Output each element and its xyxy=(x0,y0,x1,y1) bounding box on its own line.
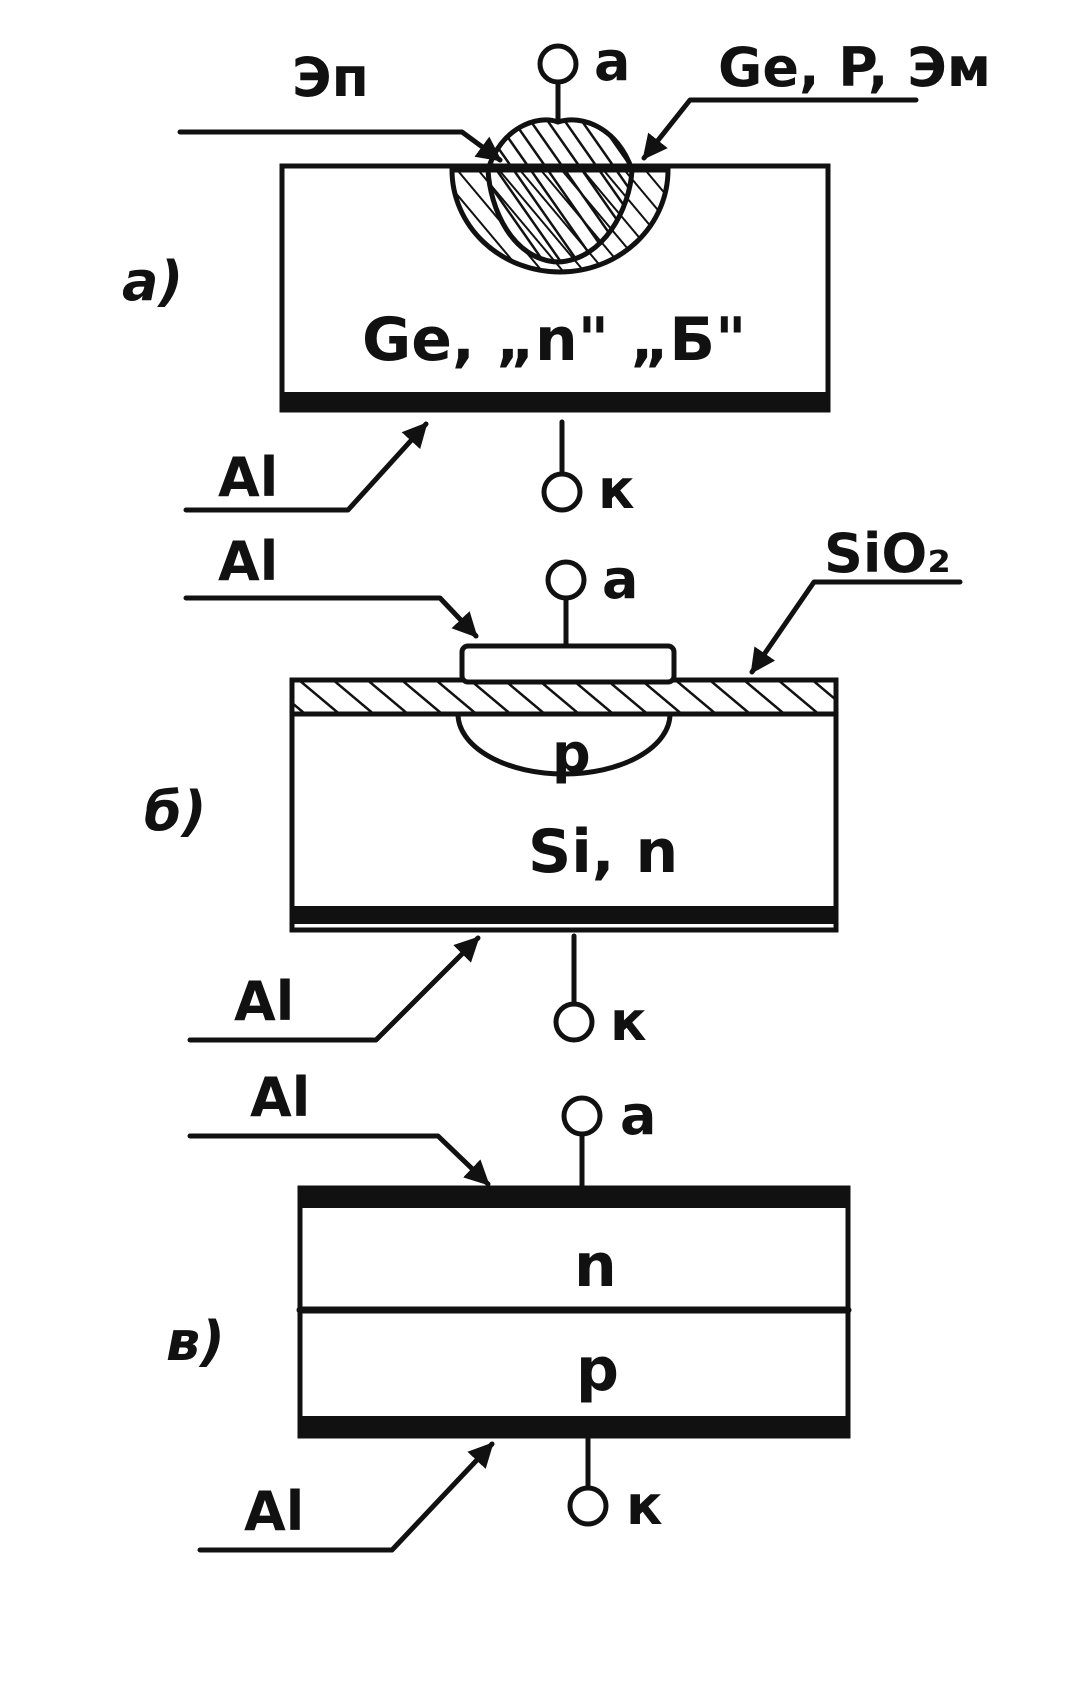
al-bottom-label-c: Al xyxy=(244,1480,304,1543)
al-contact-layer-b xyxy=(292,906,836,924)
electrode-right-leader-a xyxy=(641,97,919,161)
al-bottom-leader-b xyxy=(187,935,481,1043)
al-top-contact-b xyxy=(459,643,677,685)
anode-terminal-a xyxy=(537,43,579,85)
al-bottom-contact-c xyxy=(300,1416,848,1436)
p-region-b xyxy=(455,711,673,777)
al-bottom-leader-c xyxy=(197,1441,495,1553)
anode-label-c: а xyxy=(620,1084,656,1147)
body-label-a: Ge, „n" „Б" xyxy=(362,305,746,375)
cathode-label-c: к xyxy=(626,1474,663,1537)
electrode-left-leader-a xyxy=(177,129,503,163)
part-label-a: а) xyxy=(122,250,183,313)
al-top-label-b: Al xyxy=(218,530,278,593)
anode-label-a: а xyxy=(594,30,630,93)
emitter-alloy-bead-a xyxy=(485,117,635,265)
diagram-b: а к Al SiO₂ p Si, n Al б) xyxy=(144,522,963,1053)
electrode-left-label-a: Эп xyxy=(292,46,369,109)
electrode-right-label-a: Ge, P, Эм xyxy=(718,36,991,99)
al-contact-label-a: Al xyxy=(218,446,278,509)
cathode-label-a: к xyxy=(598,458,635,521)
sio2-label-b: SiO₂ xyxy=(824,522,951,585)
p-region-label-b: p xyxy=(552,722,591,785)
al-top-leader-c xyxy=(187,1133,491,1187)
p-layer-label-c: p xyxy=(576,1335,619,1405)
part-label-c: в) xyxy=(166,1310,225,1373)
anode-terminal-b xyxy=(545,559,587,601)
anode-label-b: а xyxy=(602,548,638,611)
al-contact-layer-a xyxy=(282,392,828,409)
diagram-a: а к Эп Ge, P, Эм Ge, „n" „Б" Al а) xyxy=(122,30,991,521)
body-label-b: Si, n xyxy=(528,817,678,887)
sio2-layer-b xyxy=(289,677,839,717)
al-top-leader-b xyxy=(183,595,479,639)
anode-terminal-c xyxy=(561,1095,603,1137)
n-layer-label-c: n xyxy=(574,1231,617,1301)
sio2-leader-b xyxy=(749,579,963,675)
cathode-label-b: к xyxy=(610,990,647,1053)
cathode-terminal-c xyxy=(567,1485,609,1527)
al-top-contact-c xyxy=(300,1188,848,1208)
diagram-c: а к Al n p Al в) xyxy=(166,1066,852,1553)
al-bottom-label-b: Al xyxy=(234,970,294,1033)
cathode-terminal-a xyxy=(541,471,583,513)
al-contact-leader-a xyxy=(183,421,429,513)
part-label-b: б) xyxy=(144,780,206,843)
cathode-terminal-b xyxy=(553,1001,595,1043)
al-top-label-c: Al xyxy=(250,1066,310,1129)
